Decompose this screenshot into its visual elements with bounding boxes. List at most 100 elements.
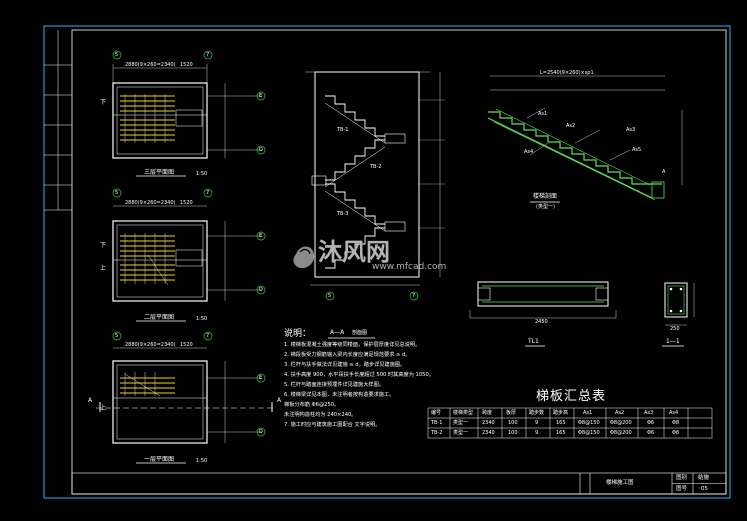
plan-second-axis-right: 7: [206, 190, 210, 196]
note-line: 梯板分布筋 Φ6@250。: [284, 402, 340, 408]
table-header-cell: As2: [615, 410, 625, 416]
plan-third: [112, 50, 266, 177]
table-cell: Φ8@150: [578, 420, 600, 426]
title-block-lines: [71, 472, 727, 495]
title-block-value-a: 结施: [698, 475, 710, 481]
plan-second-axis-left: 5: [115, 190, 119, 196]
plan-second-title: 二层平面图: [144, 314, 175, 321]
table-cell: Φ8@150: [578, 430, 600, 436]
stair-detail: [487, 75, 683, 203]
plan-first-up-label: 上: [100, 405, 107, 412]
note-line: 1. 楼梯板混凝土强度等级同楼面，保护层厚度详见总说明。: [284, 342, 421, 348]
table-header-cell: As1: [583, 410, 593, 416]
plan-first-dim-right: 1520: [180, 342, 193, 348]
stair-detail-rebar-5: As5: [632, 147, 642, 153]
plan-first-cut-left: A: [88, 397, 93, 404]
table-header-cell: 楼梯类型: [453, 410, 474, 416]
beam-section-name: 1—1: [666, 338, 680, 345]
watermark-url: www.mfcad.com: [372, 262, 447, 272]
stair-detail-title: 楼梯剖面: [533, 193, 558, 200]
stair-detail-rebar-1: As1: [538, 111, 548, 117]
plan-first-scale: 1:50: [196, 458, 208, 464]
plan-second-dim-left: 2880(9×260=2340): [125, 200, 176, 206]
plan-first-axis-bottom: D: [259, 429, 263, 435]
plan-second-axis-bottom: D: [259, 287, 263, 293]
plan-third-title: 三层平面图: [144, 169, 175, 176]
table-cell: TB-1: [431, 420, 443, 426]
section-subtitle: 剖面图: [352, 330, 368, 336]
summary-table-title: 梯板汇总表: [536, 389, 607, 404]
plan-second-dim-right: 1520: [180, 200, 193, 206]
section-axis-left: 5: [328, 293, 332, 299]
plan-first-title: 一层平面图: [144, 456, 175, 463]
beam-name: TL1: [528, 338, 539, 345]
plan-second-up-label: 上: [100, 265, 107, 272]
note-line: 2. 梯段板受力钢筋锚入梁内长度应满足规范要求 ≥ d。: [284, 352, 411, 358]
table-cell: TB-2: [431, 430, 443, 436]
watermark-logo-icon: [293, 246, 315, 269]
table-cell: 类型一: [453, 420, 469, 426]
section-title: A—A: [330, 329, 345, 336]
table-header-cell: 跨度: [482, 410, 493, 416]
plan-third-down-label: 下: [100, 99, 107, 106]
plan-third-axis-bottom: D: [259, 147, 263, 153]
table-header-cell: 踏步高: [553, 410, 569, 416]
title-block-value-b: 05: [701, 486, 708, 492]
plan-first-axis-left: 5: [115, 333, 119, 339]
table-cell: 9: [535, 420, 539, 426]
stair-detail-dim-top: L=2540(9×260)×sp1: [540, 70, 594, 76]
title-block-label-b: 图号: [676, 486, 688, 492]
outer-frame: [43, 25, 731, 499]
plan-second-down-label: 下: [100, 242, 107, 249]
note-line: 未注明构造柱均为 240×240。: [284, 412, 357, 418]
section-flight-2: TB-2: [370, 164, 382, 170]
table-header-cell: 编号: [431, 410, 442, 416]
stair-detail-corner: A: [662, 169, 666, 175]
plan-first-axis-right: 7: [206, 333, 210, 339]
plan-second-scale: 1:50: [196, 316, 208, 322]
table-cell: 类型一: [453, 430, 469, 436]
table-header-cell: 踏步数: [529, 410, 545, 416]
table-cell: Φ8: [672, 430, 680, 436]
table-cell: Φ8: [672, 420, 680, 426]
drawing-name: 楼梯施工图: [606, 480, 634, 486]
table-cell: Φ8@200: [610, 430, 632, 436]
title-block-label-a: 图别: [676, 475, 688, 481]
plan-third-dim-left: 2880(9×260=2340): [125, 62, 176, 68]
beam-section-1-1: [662, 282, 695, 347]
plan-third-scale: 1:50: [196, 171, 208, 177]
plan-second-axis-top: E: [259, 233, 263, 239]
table-cell: 100: [508, 420, 518, 426]
table-cell: Φ6: [647, 420, 655, 426]
table-cell: 100: [508, 430, 518, 436]
stair-detail-rebar-4: As4: [524, 149, 534, 155]
table-cell: 2340: [482, 430, 495, 436]
plan-third-dim-right: 1520: [180, 62, 193, 68]
summary-table-grid: [427, 407, 713, 439]
note-line: 6. 楼梯梁详见本图，未注明者按构造要求施工。: [284, 392, 395, 398]
plan-third-axis-top: E: [259, 93, 263, 99]
table-header-cell: As3: [644, 410, 654, 416]
stair-detail-rebar-3: As3: [626, 127, 636, 133]
section-flight-3: TB-3: [337, 211, 349, 217]
table-cell: 9: [535, 430, 539, 436]
table-header-cell: As4: [669, 410, 679, 416]
stair-detail-subtitle: (类型一): [536, 204, 555, 210]
section-aa: [305, 71, 445, 339]
plan-first-axis-top: E: [259, 375, 263, 381]
table-cell: 165: [556, 430, 566, 436]
plan-second: [112, 188, 266, 322]
beam-section-width: 250: [670, 326, 680, 332]
stair-detail-rebar-2: As2: [566, 123, 576, 129]
beam-span: 2450: [535, 319, 548, 325]
table-cell: Φ8@200: [610, 420, 632, 426]
plan-first-cut-right: A: [277, 397, 282, 404]
notes-title: 说明：: [284, 329, 312, 339]
table-cell: 165: [556, 420, 566, 426]
binding-strip: [44, 30, 72, 211]
note-line: 3. 栏杆与扶手做法详见建施 ≥ d，踏步详见建施图。: [284, 362, 406, 368]
section-flight-1: TB-1: [337, 127, 349, 133]
section-axis-right: 7: [412, 293, 416, 299]
